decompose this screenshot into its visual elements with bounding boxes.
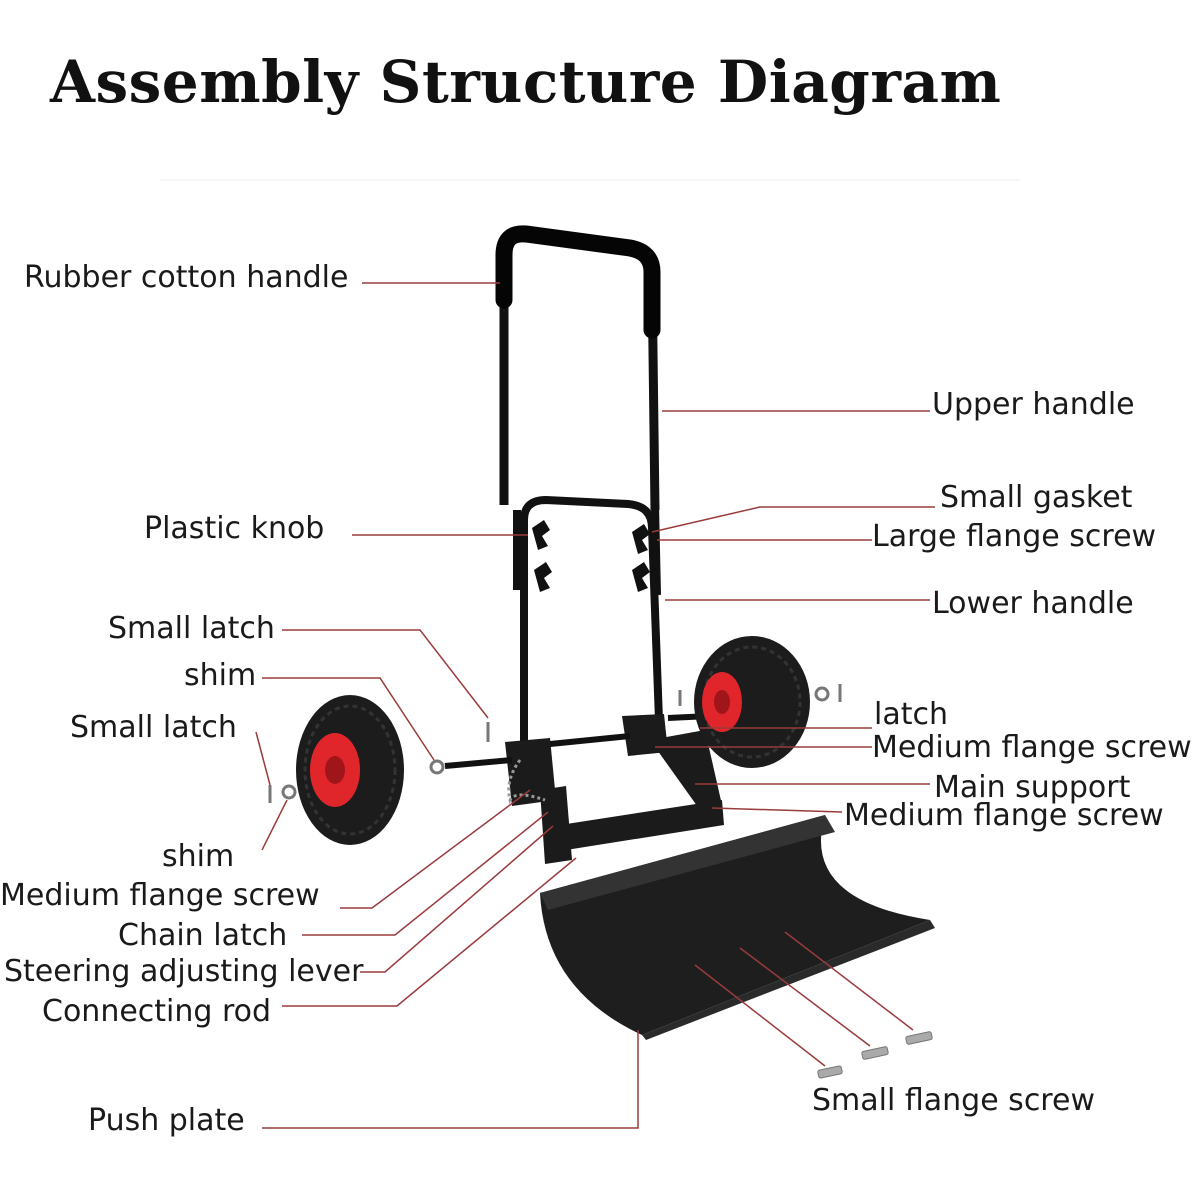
label-small-gasket: Small gasket — [940, 480, 1133, 515]
label-steering-adjusting-lever: Steering adjusting lever — [4, 954, 364, 989]
label-shim-2: shim — [162, 839, 235, 874]
label-connecting-rod: Connecting rod — [42, 994, 272, 1029]
label-small-latch-1: Small latch — [108, 611, 275, 646]
plastic-knobs — [532, 520, 650, 592]
label-medium-flange-screw-2: Medium flange screw — [844, 798, 1164, 833]
label-main-support: Main support — [934, 770, 1131, 805]
wheel-left — [296, 695, 404, 845]
label-upper-handle: Upper handle — [932, 387, 1135, 422]
axle-left — [444, 757, 513, 769]
label-latch: latch — [874, 697, 948, 732]
label-push-plate: Push plate — [88, 1103, 245, 1138]
label-medium-flange-screw-1: Medium flange screw — [872, 730, 1192, 765]
chain-latch — [507, 759, 546, 805]
label-rubber-cotton-handle: Rubber cotton handle — [24, 260, 349, 295]
label-large-flange-screw: Large flange screw — [872, 519, 1157, 554]
label-small-latch-2: Small latch — [70, 710, 237, 745]
label-plastic-knob: Plastic knob — [144, 511, 325, 546]
upper-handle-frame — [499, 229, 660, 511]
label-chain-latch: Chain latch — [118, 918, 288, 953]
leader-lines — [255, 282, 935, 1129]
label-shim-1: shim — [184, 658, 257, 693]
rubber-grip — [495, 225, 661, 339]
label-small-flange-screw: Small flange screw — [812, 1083, 1095, 1118]
main-support — [505, 714, 724, 864]
overlap-right — [651, 504, 661, 596]
small-hardware — [268, 684, 842, 803]
diagram-title: Assembly Structure Diagram — [50, 48, 1002, 116]
small-flange-screws — [817, 1031, 933, 1079]
push-plate — [540, 815, 935, 1040]
lower-handle-frame — [520, 495, 664, 749]
label-medium-flange-screw-3: Medium flange screw — [0, 878, 320, 913]
cross-bar — [549, 733, 631, 747]
wheel-right — [694, 636, 810, 768]
label-lower-handle: Lower handle — [932, 586, 1134, 621]
